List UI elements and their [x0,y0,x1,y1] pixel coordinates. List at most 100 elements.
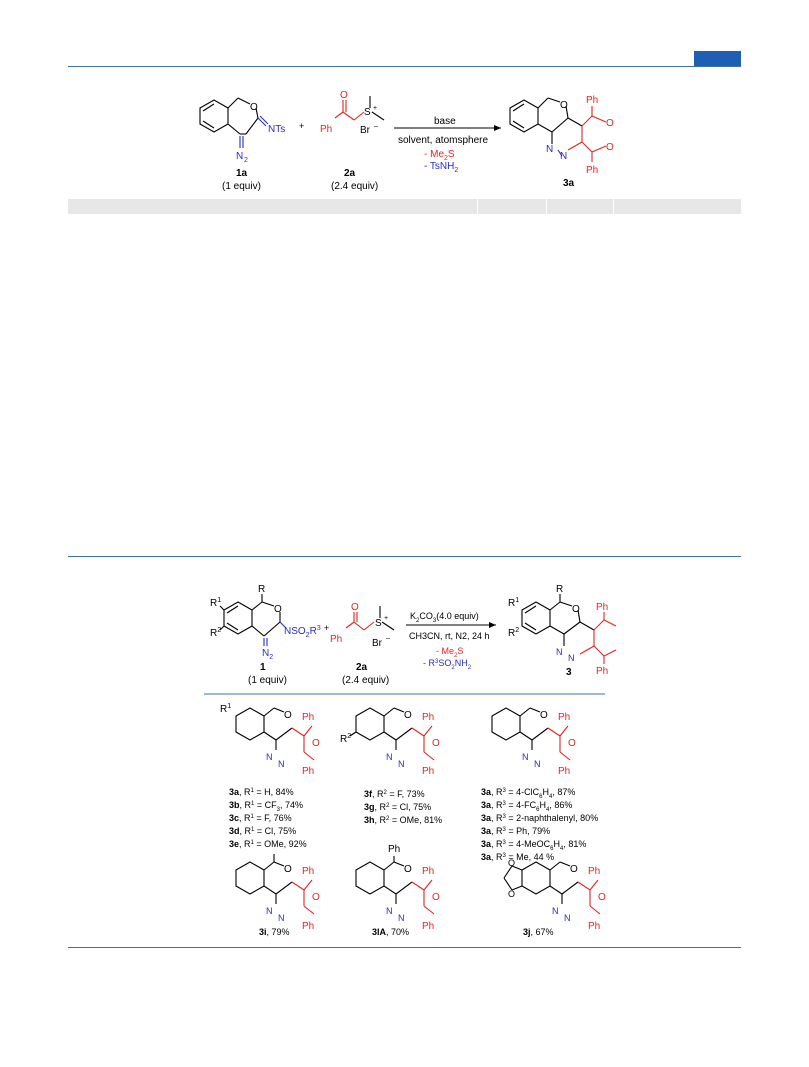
svg-text:3a, R3 = 4-FC6H4, 86%: 3a, R3 = 4-FC6H4, 86% [481,800,572,813]
svg-text:NSO2R3: NSO2R3 [284,625,321,639]
svg-text:Ph: Ph [302,712,314,723]
svg-text:N: N [546,144,553,155]
svg-text:Ph: Ph [586,165,598,176]
svg-text:O: O [598,892,606,903]
svg-text:Ph: Ph [422,921,434,932]
svg-text:N: N [278,759,285,769]
svg-text:(1 equiv): (1 equiv) [222,181,261,192]
svg-text:N: N [564,913,571,923]
plus-sign-2: + [324,623,329,633]
svg-text:- R3SO2NH2: - R3SO2NH2 [423,658,472,671]
svg-text:Ph: Ph [596,666,608,677]
svg-text:solvent, atomsphere: solvent, atomsphere [398,135,488,146]
scope-list-r1: 3a, R1 = H, 84% 3b, R1 = CF3, 74% 3c, R1… [229,787,307,849]
svg-text:R1: R1 [508,597,519,609]
svg-text:Ph: Ph [422,712,434,723]
svg-text:N: N [278,913,285,923]
svg-text:N: N [552,906,559,916]
svg-text:K2CO3(4.0 equiv): K2CO3(4.0 equiv) [410,611,479,624]
product-3a: O Ph O O Ph N N 3a [509,95,614,189]
product-3: R R1 R2 O Ph Ph N N 3 [508,584,617,678]
svg-text:N: N [266,752,273,762]
svg-text:Ph: Ph [588,921,600,932]
svg-text:Ph: Ph [302,766,314,777]
svg-text:O: O [432,892,440,903]
svg-text:S: S [375,618,382,629]
svg-text:O: O [284,710,292,721]
svg-text:CH3CN, rt, N2, 24 h: CH3CN, rt, N2, 24 h [409,631,490,641]
svg-text:O: O [351,602,359,613]
compound-3j: O O O Ph O Ph N N 3j, 67% [503,858,606,937]
footer-rule [68,947,741,948]
svg-text:3a, R3 = 2-naphthalenyl, 80%: 3a, R3 = 2-naphthalenyl, 80% [481,813,598,823]
svg-text:O: O [606,142,614,153]
reactant-2a-scheme2: Ph O S + Br – 2a (2.4 equiv) [330,602,395,686]
svg-text:- Me2S: - Me2S [436,646,463,659]
svg-text:1a: 1a [236,168,248,179]
svg-text:N: N [236,151,243,162]
svg-text:Ph: Ph [302,921,314,932]
section-rule [68,556,741,557]
reactant-2a: Ph O S + Br – 2a (2.4 equiv) [320,90,385,192]
svg-text:3: 3 [566,667,572,678]
svg-text:–: – [374,123,378,130]
reactant-1a: O NTs N 2 1a (1 equiv) [199,97,285,192]
svg-text:N: N [386,906,393,916]
svg-text:O: O [404,864,412,875]
svg-text:N2: N2 [262,648,273,661]
svg-text:3c, R1 = F, 76%: 3c, R1 = F, 76% [229,813,292,823]
header-rule [68,66,741,67]
svg-text:R1: R1 [210,597,221,609]
svg-text:3g, R2 = Cl, 75%: 3g, R2 = Cl, 75% [364,802,431,812]
reactant-1: R R1 R2 O NSO2R3 N2 1 (1 equiv) [210,584,321,686]
svg-text:Ph: Ph [302,866,314,877]
svg-text:Ph: Ph [422,866,434,877]
svg-text:+: + [373,105,377,112]
svg-text:N: N [386,752,393,762]
svg-text:R: R [258,584,265,595]
svg-text:N: N [522,752,529,762]
reaction-arrow-2: K2CO3(4.0 equiv) CH3CN, rt, N2, 24 h - M… [406,611,496,671]
scope-list-r3: 3a, R3 = 4-ClC6H4, 87% 3a, R3 = 4-FC6H4,… [481,787,598,862]
svg-text:3f, R2 = F, 73%: 3f, R2 = F, 73% [364,789,425,799]
svg-text:O: O [570,864,578,875]
svg-text:3a, R1 = H, 84%: 3a, R1 = H, 84% [229,787,294,797]
svg-text:- Me2S: - Me2S [424,149,455,162]
svg-text:O: O [508,889,515,899]
svg-text:N: N [556,647,563,657]
svg-text:Br: Br [372,638,383,649]
reaction-arrow-1: base solvent, atomsphere - Me2S - TsNH2 [394,116,501,174]
svg-text:O: O [432,738,440,749]
svg-text:3i, 79%: 3i, 79% [259,927,290,937]
svg-text:NTs: NTs [268,124,285,135]
svg-text:Ph: Ph [558,766,570,777]
svg-text:N: N [398,913,405,923]
scope-list-r2: 3f, R2 = F, 73% 3g, R2 = Cl, 75% 3h, R2 … [364,789,442,825]
svg-text:S: S [364,107,371,118]
svg-text:Ph: Ph [586,95,598,106]
svg-text:Br: Br [360,125,371,136]
svg-text:2a: 2a [356,662,368,673]
header-accent-tab [694,51,741,66]
svg-text:Ph: Ph [422,766,434,777]
svg-text:O: O [340,90,348,101]
svg-text:O: O [312,738,320,749]
svg-text:Ph: Ph [330,634,342,645]
compound-3lA: Ph O Ph O Ph N N 3lA, 70% [355,844,440,937]
svg-text:3a, R3 = Ph, 79%: 3a, R3 = Ph, 79% [481,826,550,836]
svg-text:O: O [284,864,292,875]
svg-text:3a: 3a [563,178,575,189]
svg-text:3b, R1 = CF3, 74%: 3b, R1 = CF3, 74% [229,800,303,813]
scope-structure-r1: R1 O Ph O Ph N N [220,703,320,777]
svg-text:1: 1 [260,662,266,673]
svg-text:2a: 2a [344,168,356,179]
svg-text:O: O [404,710,412,721]
svg-text:R2: R2 [508,627,519,639]
svg-text:3d, R1 = Cl, 75%: 3d, R1 = Cl, 75% [229,826,296,836]
svg-text:O: O [250,102,258,113]
svg-text:(1 equiv): (1 equiv) [248,675,287,686]
svg-text:Ph: Ph [588,866,600,877]
svg-text:(2.4 equiv): (2.4 equiv) [342,675,389,686]
svg-text:+: + [384,615,388,622]
